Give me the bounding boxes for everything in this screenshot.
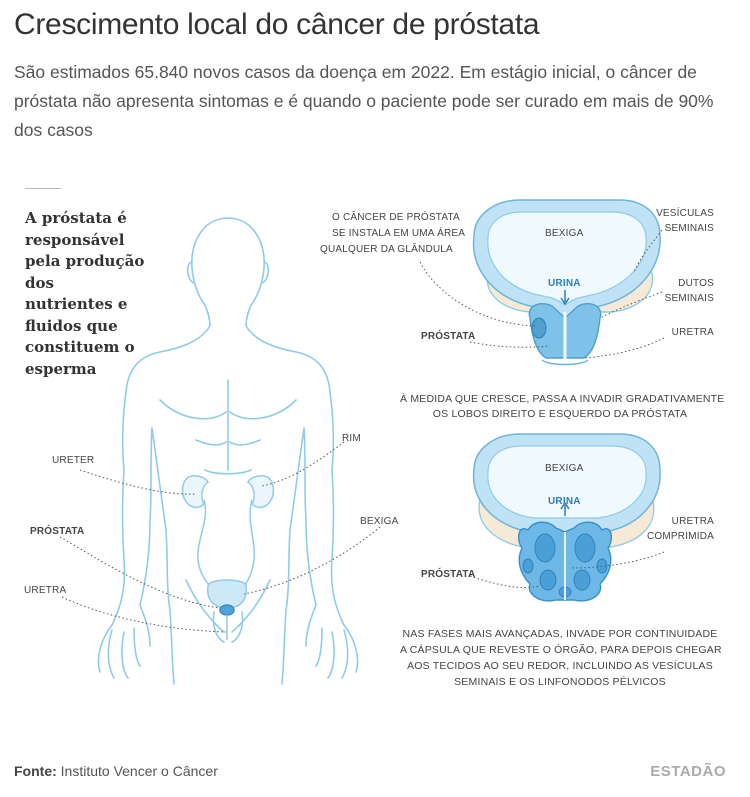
source-footer: Fonte: Instituto Vencer o Câncer xyxy=(14,763,218,779)
stage2-caption-line2: A CÁPSULA QUE REVESTE O ÓRGÃO, PARA DEPO… xyxy=(400,644,722,656)
left-kidney xyxy=(181,475,209,509)
stage1-caption-line1: À MEDIDA QUE CRESCE, PASSA A INVADIR GRA… xyxy=(400,393,725,405)
label-bladder-body: BEXIGA xyxy=(360,516,399,527)
source-text: Instituto Vencer o Câncer xyxy=(60,763,218,779)
stage2-label-bladder: BEXIGA xyxy=(545,463,584,474)
stage1-callout-line2: SE INSTALA EM UMA ÁREA xyxy=(332,228,466,239)
source-label: Fonte: xyxy=(14,763,57,779)
stage2-leader-lines xyxy=(469,551,665,589)
stage1-callout-line3: QUALQUER DA GLÂNDULA xyxy=(320,244,453,255)
divider xyxy=(25,188,61,189)
page-title: Crescimento local do câncer de próstata xyxy=(14,8,540,41)
label-kidney: RIM xyxy=(342,433,361,444)
stage1-label-bladder: BEXIGA xyxy=(545,228,584,239)
right-kidney xyxy=(247,475,275,509)
urinary-system xyxy=(181,475,275,640)
label-urethra-body: URETRA xyxy=(24,585,67,596)
human-body-outline xyxy=(97,217,359,685)
stage1-label-prostate: PRÓSTATA xyxy=(421,331,476,342)
stage1-label-urethra: URETRA xyxy=(671,327,714,338)
stage1-label-urine: URINA xyxy=(548,278,581,289)
estadao-logo[interactable]: ESTADÃO xyxy=(650,763,726,780)
page-subtitle: São estimados 65.840 novos casos da doen… xyxy=(14,62,714,140)
stage2-label-urine: URINA xyxy=(548,496,581,507)
stage1-label-vesicles-1: VESÍCULAS xyxy=(656,208,714,219)
prostate-fact-quote: A próstata é responsável pela produção d… xyxy=(25,209,145,378)
stage2-label-urethra-2: COMPRIMIDA xyxy=(647,531,714,542)
label-prostate-body: PRÓSTATA xyxy=(30,526,85,537)
stage2-caption-line4: SEMINAIS E OS LINFONODOS PÉLVICOS xyxy=(454,676,666,688)
stage2-caption-line3: AOS TECIDOS AO SEU REDOR, INCLUINDO AS V… xyxy=(407,660,713,672)
stage1-tumor xyxy=(531,317,547,339)
prostate-small xyxy=(219,604,235,616)
stage1-leader-lines xyxy=(419,229,665,359)
bladder-small xyxy=(206,579,248,609)
stage1-label-ducts-1: DUTOS xyxy=(678,278,714,289)
stage1-label-vesicles-2: SEMINAIS xyxy=(664,223,714,234)
stage1-callout-line1: O CÂNCER DE PRÓSTATA xyxy=(332,212,460,223)
stage1-caption-line2: OS LOBOS DIREITO E ESQUERDO DA PRÓSTATA xyxy=(432,408,688,420)
stage1-diagram xyxy=(472,199,661,366)
stage2-diagram xyxy=(472,433,661,602)
stage2-label-prostate: PRÓSTATA xyxy=(421,569,476,580)
stage1-label-ducts-2: SEMINAIS xyxy=(664,293,714,304)
body-leader-lines xyxy=(59,441,381,633)
stage2-label-urethra-1: URETRA xyxy=(671,516,714,527)
stage2-caption-line1: NAS FASES MAIS AVANÇADAS, INVADE POR CON… xyxy=(402,628,718,640)
label-ureter: URETER xyxy=(52,455,95,466)
